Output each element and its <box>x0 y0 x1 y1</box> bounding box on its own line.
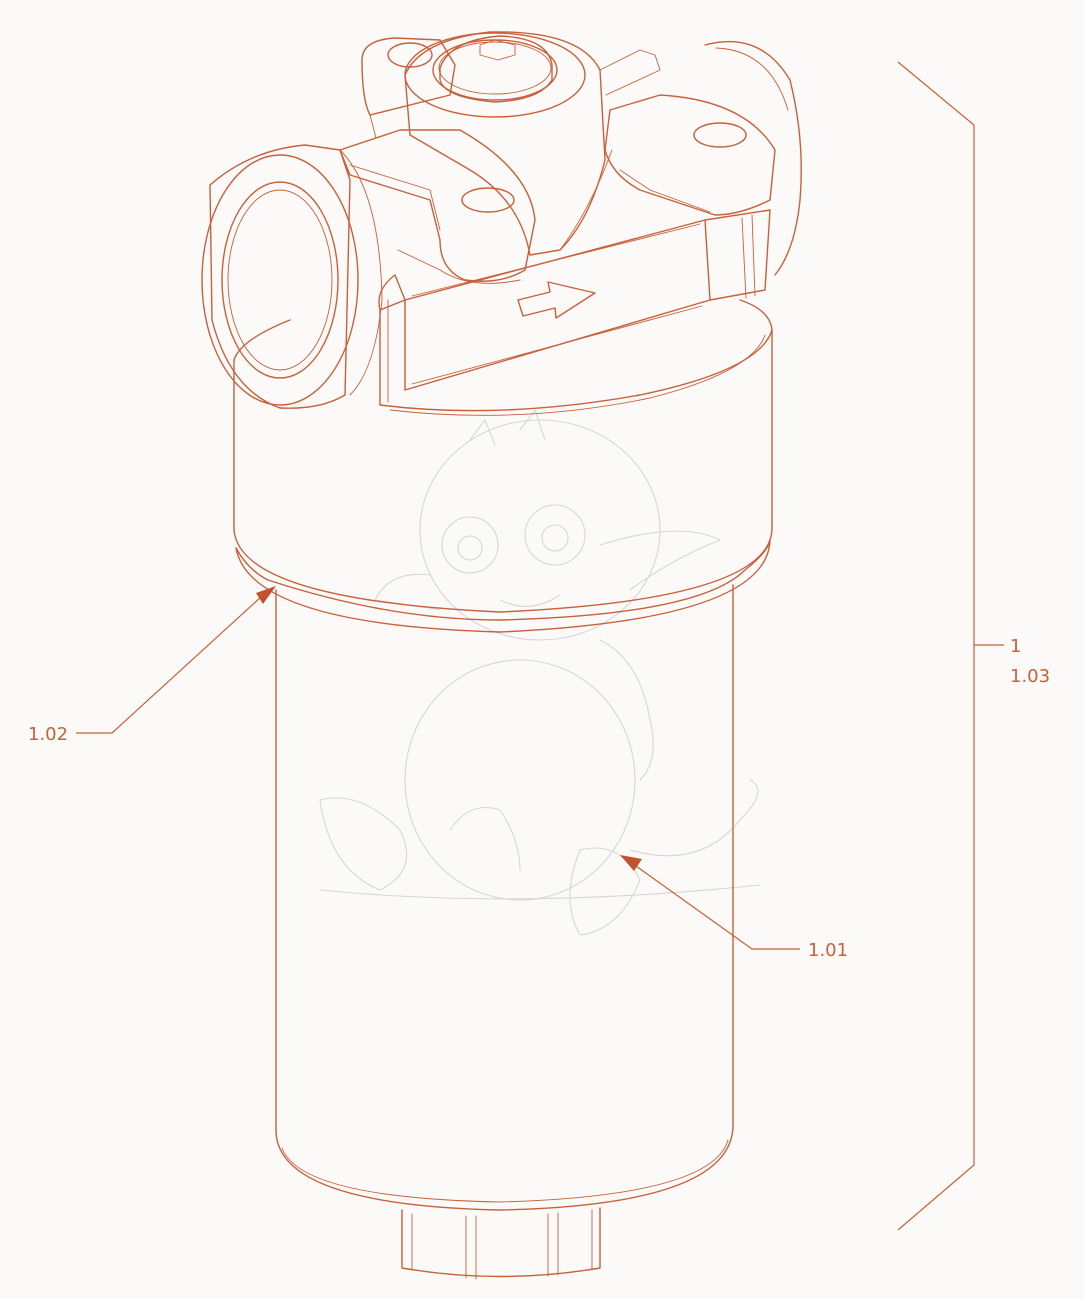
left-mounting-ear <box>339 129 536 284</box>
callout-filter-bowl: 1.01 <box>620 855 848 961</box>
callout-label-1: 1 <box>1010 636 1021 657</box>
callout-label-1-03: 1.03 <box>1010 666 1050 687</box>
callout-arrow-icon <box>620 855 642 871</box>
right-mounting-ear <box>604 94 776 216</box>
filter-head <box>201 31 802 409</box>
hex-socket-plug <box>404 31 661 256</box>
callout-label-1-01: 1.01 <box>808 940 848 961</box>
filter-housing <box>233 299 773 633</box>
drain-nut <box>401 1207 601 1280</box>
filter-bowl <box>275 584 734 1211</box>
inlet-port <box>201 144 383 409</box>
assembly-bracket: 1 1.03 <box>897 61 1050 1231</box>
callout-arrow-icon <box>256 586 276 604</box>
callout-label-1-02: 1.02 <box>28 724 68 745</box>
outlet-port <box>704 40 802 276</box>
callout-housing-joint: 1.02 <box>28 586 276 745</box>
background-illustration <box>319 409 761 936</box>
flow-direction-icon <box>517 281 596 319</box>
